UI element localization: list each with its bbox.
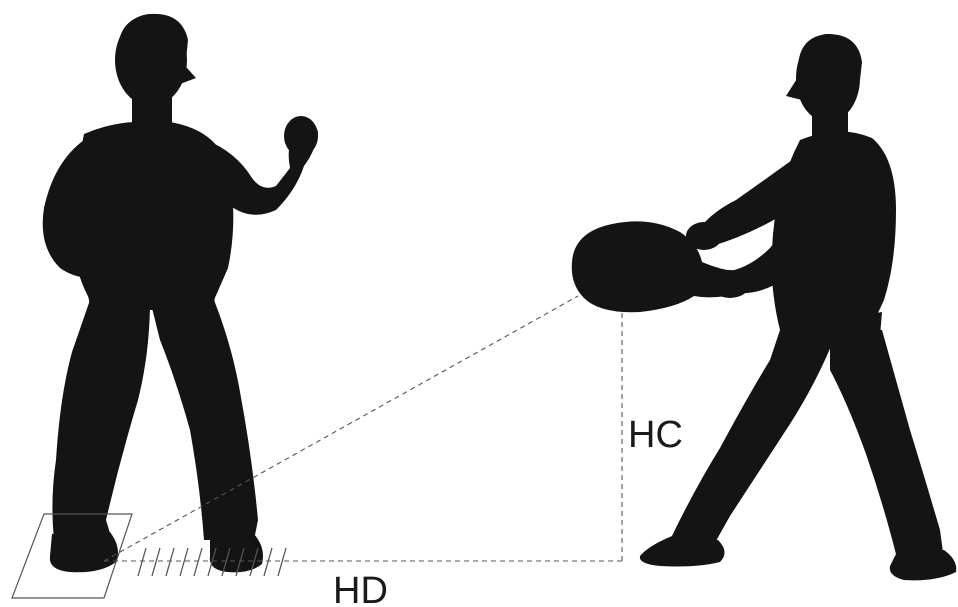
kicker-silhouette — [43, 14, 318, 572]
hc-label: HC — [628, 414, 683, 456]
hd-label: HD — [333, 570, 388, 607]
pad-holder-silhouette — [640, 34, 956, 580]
